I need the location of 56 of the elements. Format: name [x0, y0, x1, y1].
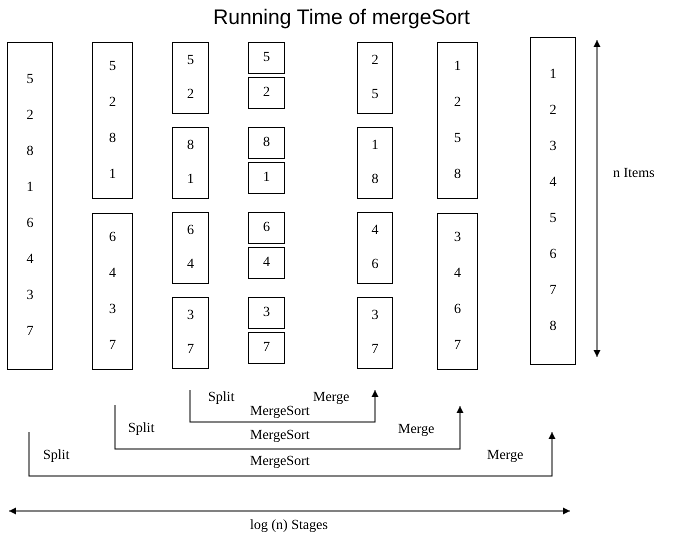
number-list: 4: [260, 249, 274, 277]
number-list: 6 4 3 7: [106, 220, 120, 364]
number-list: 1 2 3 4 5 6 7 8: [546, 57, 560, 345]
array-box: [437, 42, 478, 199]
number-list: 6: [260, 214, 274, 242]
number-list: 3 4 6 7: [450, 220, 464, 364]
array-box: [172, 297, 209, 369]
step-label: Split: [43, 448, 70, 464]
array-box: [437, 213, 478, 370]
number-list: 1 2 5 8: [450, 48, 464, 192]
number-list: 3 7: [184, 299, 198, 367]
array-box: [248, 42, 285, 74]
array-box: [172, 212, 209, 284]
number-list: 8 1: [184, 129, 198, 197]
number-list: 3: [260, 299, 274, 327]
step-label: Merge: [398, 422, 434, 438]
number-list: 8: [260, 129, 274, 157]
step-label: MergeSort: [250, 428, 310, 444]
array-box: [357, 212, 393, 284]
array-box: [357, 297, 393, 369]
step-label: Split: [208, 390, 234, 406]
array-box: [530, 37, 576, 365]
array-box: [248, 332, 285, 364]
array-box: [172, 127, 209, 199]
array-box: [248, 247, 285, 279]
number-list: 2 5: [368, 44, 382, 112]
number-list: 1: [260, 164, 274, 192]
step-label: MergeSort: [250, 454, 310, 470]
step-label: Merge: [487, 448, 524, 464]
array-box: [357, 127, 393, 199]
step-label: Split: [128, 421, 154, 437]
number-list: 4 6: [368, 214, 382, 282]
array-box: [357, 42, 393, 114]
array-box: [172, 42, 209, 114]
array-box: [248, 77, 285, 109]
array-box: [248, 212, 285, 244]
number-list: 6 4: [184, 214, 198, 282]
number-list: 5 2: [184, 44, 198, 112]
diagram-title: Running Time of mergeSort: [212, 6, 471, 30]
number-list: 5: [260, 44, 274, 72]
number-list: 2: [260, 79, 274, 107]
array-box: [248, 297, 285, 329]
number-list: 1 8: [368, 129, 382, 197]
number-list: 3 7: [368, 299, 382, 367]
number-list: 5 2 8 1 6 4 3 7: [23, 62, 37, 350]
step-label: MergeSort: [250, 404, 310, 420]
array-box: [248, 127, 285, 159]
array-box: [92, 42, 133, 199]
array-box: [7, 42, 53, 370]
array-box: [248, 162, 285, 194]
number-list: 7: [260, 334, 274, 362]
axis-label: log (n) Stages: [250, 518, 328, 534]
array-box: [92, 213, 133, 370]
number-list: 5 2 8 1: [106, 48, 120, 192]
step-label: Merge: [313, 390, 350, 406]
axis-label: n Items: [613, 166, 655, 182]
